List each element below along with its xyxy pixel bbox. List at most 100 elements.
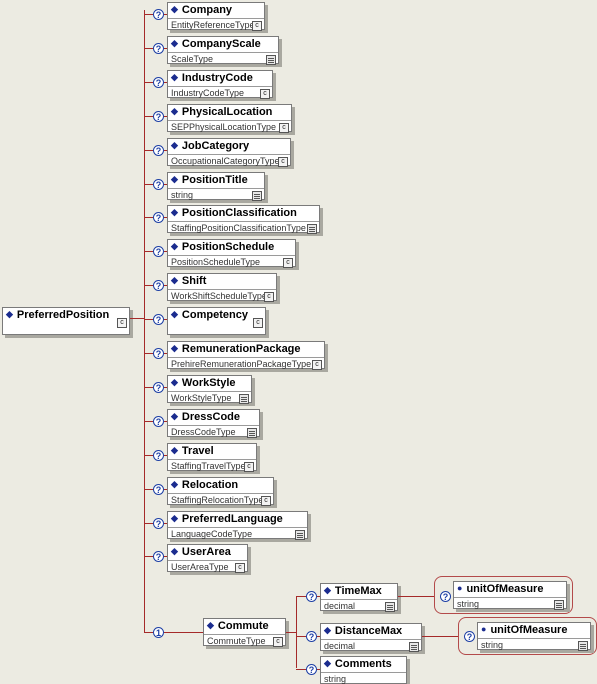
element-name: ◆Shift [171,275,206,288]
complex-type-icon[interactable]: c [244,462,254,472]
connector-line [164,184,168,185]
element-diamond-icon: ◆ [171,513,178,523]
element-type: WorkStyleType [171,393,232,403]
complex-type-icon[interactable]: c [312,360,322,370]
occurrence-indicator-icon: ? [153,348,164,359]
element-diamond-icon: ◆ [207,620,214,630]
element-type: CommuteType [207,636,266,646]
connector-line [164,116,168,117]
occurrence-indicator-icon: ? [153,246,164,257]
occurrence-indicator-icon: ? [153,43,164,54]
complex-type-icon[interactable]: c [235,563,245,573]
element-label: PreferredLanguage [181,513,283,525]
element-type: StaffingPositionClassificationType [171,223,306,233]
element-name: ◆CompanyScale [171,38,261,51]
connector-line [164,14,168,15]
connector-line [144,523,154,524]
connector-line [164,353,168,354]
simple-type-icon[interactable] [554,600,564,610]
simple-type-icon[interactable] [307,224,317,234]
element-diamond-icon: ◆ [6,309,13,319]
complex-type-icon[interactable]: c [283,258,293,268]
connector-line [144,10,145,633]
element-name: ◆PhysicalLocation [171,106,272,119]
name-type-divider [168,289,276,290]
simple-type-icon[interactable] [266,55,276,65]
element-name: ◆IndustryCode [171,72,253,85]
complex-type-icon[interactable]: c [260,89,270,99]
connector-line [164,556,168,557]
element-diamond-icon: ◆ [171,309,178,319]
connector-line [164,251,168,252]
complex-type-icon[interactable]: c [273,637,283,647]
simple-type-icon[interactable] [239,394,249,404]
occurrence-indicator-icon: ? [440,591,451,602]
occurrence-indicator-icon: ? [153,518,164,529]
connector-line [164,319,168,320]
element-type: decimal [324,641,356,651]
element-label: PhysicalLocation [181,106,273,118]
simple-type-icon[interactable] [252,191,262,201]
connector-line [164,421,168,422]
element-label: RemunerationPackage [181,343,301,355]
element-type: PrehireRemunerationPackageType [171,359,312,369]
occurrence-indicator-icon: ? [153,450,164,461]
element-name: ◆UserArea [171,546,231,559]
occurrence-indicator-icon: ? [153,416,164,427]
complex-type-icon[interactable]: c [264,292,274,302]
element-name: ◆DressCode [171,411,240,424]
simple-type-icon[interactable] [385,602,395,612]
element-diamond-icon: ◆ [171,343,178,353]
simple-type-icon[interactable] [295,530,305,540]
occurrence-indicator-icon: ? [306,591,317,602]
element-name: ◆TimeMax [324,585,382,598]
name-type-divider [168,527,307,528]
complex-type-icon[interactable]: c [252,21,262,31]
element-type: string [324,674,347,684]
element-label: IndustryCode [181,72,253,84]
simple-type-icon[interactable] [247,428,257,438]
complex-type-icon[interactable]: c [253,318,263,328]
element-label: JobCategory [181,140,250,152]
element-type: DressCodeType [171,427,236,437]
element-type: SEPPhysicalLocationType [171,122,277,132]
occurrence-indicator-icon: ? [153,551,164,562]
element-name: ◆PositionClassification [171,207,297,220]
complex-type-icon[interactable]: c [117,318,127,328]
occurrence-indicator-icon: ? [153,382,164,393]
element-name: ◆Relocation [171,479,238,492]
complex-type-icon[interactable]: c [278,157,288,167]
element-diamond-icon: ◆ [171,411,178,421]
element-name: ◆PositionSchedule [171,241,274,254]
complex-type-icon[interactable]: c [261,496,271,506]
complex-type-icon[interactable]: c [279,123,289,133]
connector-line [317,636,320,637]
simple-type-icon[interactable] [578,641,588,651]
simple-type-icon[interactable] [409,642,419,652]
element-label: Shift [181,275,207,287]
